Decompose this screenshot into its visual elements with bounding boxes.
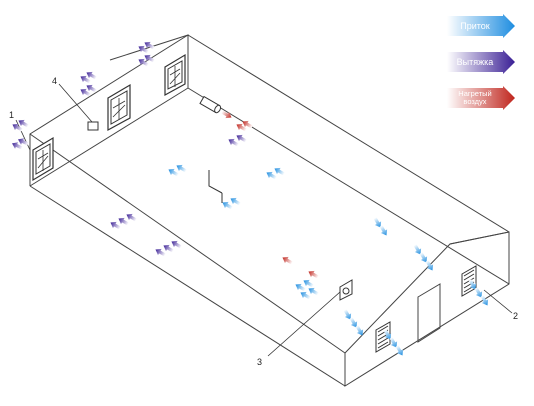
legend-exhaust: Вытяжка <box>447 50 515 74</box>
legend-heated: Нагретый воздух <box>447 86 515 110</box>
heater-icon <box>339 279 353 301</box>
airflow-arrows <box>10 39 491 358</box>
callout-3: 3 <box>257 357 263 367</box>
fan-3-icon <box>164 53 186 97</box>
supply-arrow-icon <box>272 165 286 178</box>
legend-supply-label: Приток <box>460 21 490 31</box>
legend-exhaust-label: Вытяжка <box>456 57 494 67</box>
control-box <box>87 121 99 131</box>
exhaust-arrow-icon <box>124 211 138 224</box>
barn-outline <box>29 34 510 387</box>
supply-arrow-icon <box>174 162 188 175</box>
exhaust-arrow-icon <box>169 238 183 251</box>
exhaust-fans <box>32 53 186 182</box>
heated-air-arrow-icon <box>306 268 320 281</box>
legend-heated-arrow-icon <box>447 86 515 110</box>
fan-1-icon <box>32 136 54 182</box>
supply-arrow-icon <box>228 195 242 208</box>
legend-supply-arrow-icon <box>447 14 515 38</box>
exhaust-arrow-icon <box>234 132 248 145</box>
legend-supply: Приток <box>447 14 515 38</box>
supply-arrow-icon <box>301 277 315 290</box>
air-inlets <box>375 265 477 353</box>
legend-heated-label: Нагретый воздух <box>458 89 492 106</box>
heated-air-arrow-icon <box>280 254 294 267</box>
door <box>417 283 441 343</box>
callout-4: 4 <box>52 76 58 86</box>
supply-arrow-icon <box>306 285 320 298</box>
fan-2-icon <box>107 83 131 132</box>
legend-exhaust-arrow-icon <box>447 50 515 74</box>
heat-cannon-icon <box>199 95 222 114</box>
callout-2: 2 <box>513 311 519 321</box>
callout-1: 1 <box>9 110 15 120</box>
callout-leaders <box>15 83 513 357</box>
sensor-lines <box>208 170 223 203</box>
